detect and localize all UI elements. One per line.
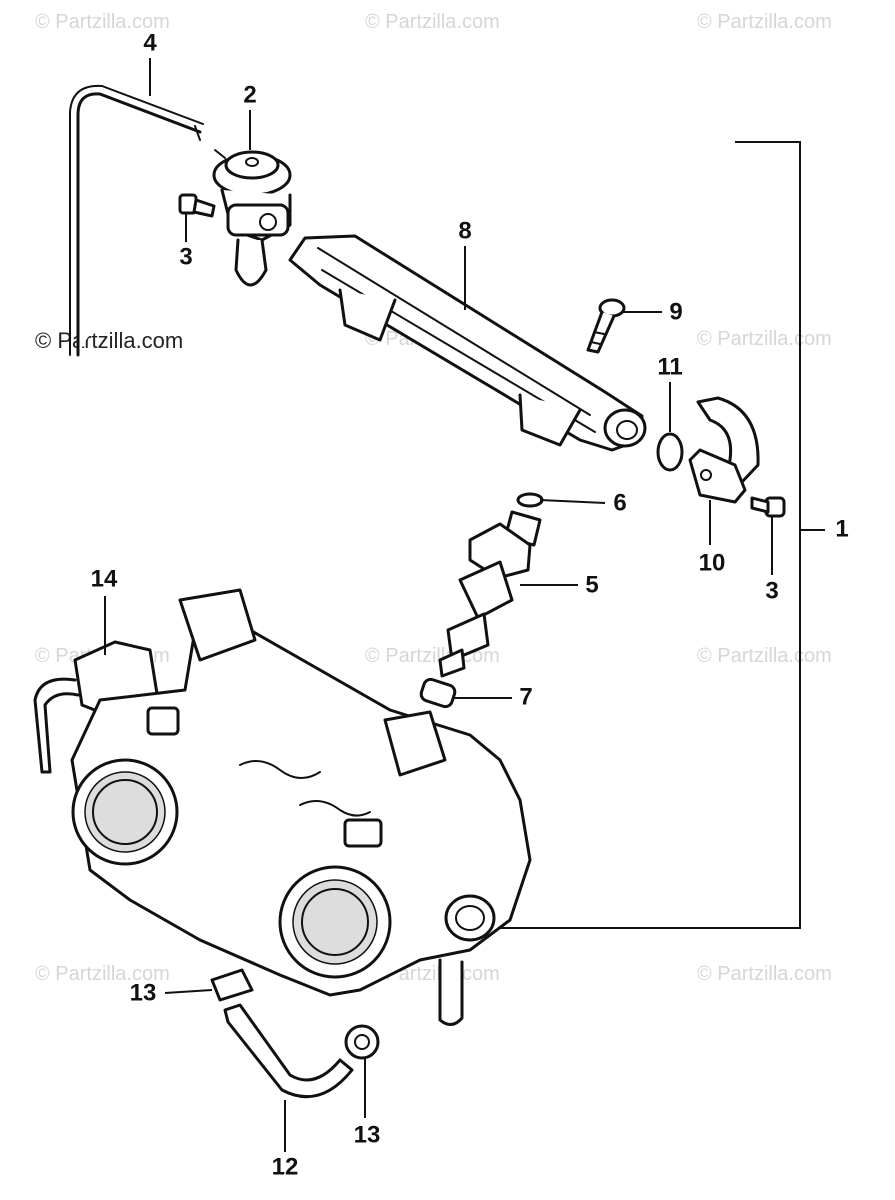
bolt-part-9 xyxy=(586,298,626,354)
callout-10: 10 xyxy=(699,549,726,576)
watermark-text: © Partzilla.com xyxy=(697,328,832,350)
watermark-text: © Partzilla.com xyxy=(35,11,170,33)
callout-7: 7 xyxy=(519,683,532,710)
o-ring-part-11 xyxy=(656,432,684,472)
callout-labels: 4 2 3 8 9 11 6 5 7 10 3 1 14 13 13 12 xyxy=(91,29,849,1180)
watermark-text: © Partzilla.com xyxy=(365,11,500,33)
callout-14: 14 xyxy=(91,565,118,592)
cap-part-7 xyxy=(419,677,457,709)
callout-8: 8 xyxy=(458,217,471,244)
throttle-body-assembly xyxy=(33,588,532,1026)
fuel-rail-part-8 xyxy=(288,234,647,452)
callout-12: 12 xyxy=(272,1153,299,1180)
clip-part-13-bottom xyxy=(344,1024,380,1060)
callout-3-top: 3 xyxy=(179,243,192,270)
assembly-bracket-line xyxy=(500,141,801,929)
leader-line-13-top xyxy=(164,989,213,994)
callout-6: 6 xyxy=(613,489,626,516)
watermark-text: © Partzilla.com xyxy=(697,963,832,985)
fuel-injector-part-5 xyxy=(438,510,542,678)
watermark-text: © Partzilla.com xyxy=(35,963,170,985)
leader-line-6 xyxy=(539,499,606,504)
leader-lines xyxy=(104,58,773,1152)
elbow-fitting-part-10 xyxy=(688,396,760,504)
callout-5: 5 xyxy=(585,571,598,598)
watermark-text: © Partzilla.com xyxy=(697,11,832,33)
callout-1: 1 xyxy=(835,515,848,542)
clip-part-13-top xyxy=(210,968,254,1002)
pressure-regulator-part-2 xyxy=(212,149,292,287)
bolt-part-3-right xyxy=(750,496,786,518)
hose-part-4 xyxy=(69,84,204,357)
callout-9: 9 xyxy=(669,298,682,325)
callout-11: 11 xyxy=(657,353,682,380)
bolt-part-3-top xyxy=(178,193,216,218)
hose-part-12 xyxy=(223,1003,354,1099)
watermark-dark-text: © Partzilla.com xyxy=(35,328,183,353)
callout-13-top: 13 xyxy=(130,979,157,1006)
watermark-text: © Partzilla.com xyxy=(697,645,832,667)
callout-4: 4 xyxy=(143,29,157,56)
seal-part-6 xyxy=(516,492,544,508)
callout-2: 2 xyxy=(243,81,256,108)
callout-13-bottom: 13 xyxy=(354,1121,381,1148)
callout-3-right: 3 xyxy=(765,577,778,604)
